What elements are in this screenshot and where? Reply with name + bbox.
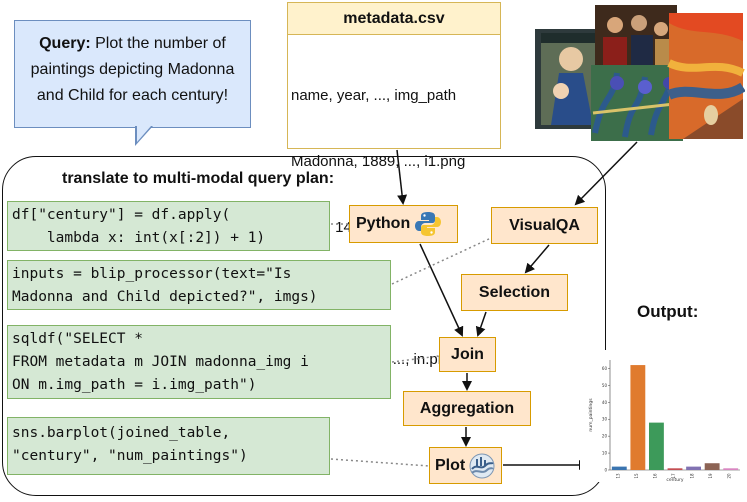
bar-13 (611, 466, 627, 470)
bars-group (611, 365, 739, 470)
plan-title: translate to multi-modal query plan: (62, 170, 335, 187)
python-logo-icon (415, 212, 442, 236)
x-tick-label: 18 (690, 473, 695, 479)
query-plan-container (2, 156, 606, 496)
painting-group-portrait (595, 5, 677, 75)
plot-operator: Plot (429, 447, 502, 484)
query-label: Query: (39, 35, 91, 52)
y-tick-label: 50 (602, 383, 608, 388)
plot-label: Plot (435, 456, 466, 474)
arrow-visualqa-to-selection (524, 244, 550, 274)
x-tick-label: 13 (615, 473, 620, 479)
dotted-link-join (391, 355, 440, 363)
selection-operator: Selection (461, 274, 568, 311)
code-block-sqldf: sqldf("SELECT * FROM metadata m JOIN mad… (7, 325, 391, 399)
y-axis-label: num_paintings (588, 398, 594, 432)
code-block-blip: inputs = blip_processor(text="Is Madonna… (7, 260, 391, 310)
bar-20 (723, 468, 739, 470)
y-tick-label: 60 (602, 366, 608, 371)
dotted-link-plot (330, 458, 430, 467)
aggregation-label: Aggregation (419, 399, 515, 417)
x-tick-label: 19 (708, 473, 713, 479)
bar-19 (704, 463, 720, 470)
output-bar-chart: 0 10 20 30 40 50 60 13 15 16 17 18 19 20 century num… (580, 350, 744, 482)
painting-madonna (535, 29, 609, 129)
visualqa-label: VisualQA (509, 216, 580, 234)
bar-17 (667, 468, 683, 470)
arrow-selection-to-join (475, 311, 487, 337)
dotted-link-visualqa (391, 237, 492, 285)
selection-label: Selection (478, 283, 551, 301)
bar-16 (649, 422, 664, 470)
x-axis-label: century (666, 477, 684, 482)
y-tick-label: 40 (602, 400, 608, 405)
metadata-row: Madonna, 1889, ..., i1.png (291, 153, 466, 170)
visualqa-operator: VisualQA (491, 207, 598, 244)
x-tick-label: 20 (727, 473, 732, 479)
arrow-images-to-visualqa (574, 141, 638, 206)
y-tick-label: 20 (602, 434, 608, 439)
code-block-python: df["century"] = df.apply( lambda x: int(… (7, 201, 330, 251)
seaborn-logo-icon (469, 453, 495, 478)
x-tick-label: 17 (671, 473, 676, 479)
y-tick-label: 0 (604, 468, 607, 473)
aggregation-operator: Aggregation (403, 391, 531, 426)
x-tick-label: 15 (634, 473, 639, 479)
join-label: Join (451, 345, 484, 363)
y-tick-label: 10 (602, 451, 608, 456)
x-ticks-group: 13 15 16 17 18 19 20 (615, 473, 731, 479)
x-tick-label: 16 (652, 473, 657, 479)
join-operator: Join (439, 337, 496, 372)
python-operator: Python (349, 205, 458, 243)
query-bubble: Query: Plot the number of paintings depi… (14, 20, 251, 128)
code-block-barplot: sns.barplot(joined_table, "century", "nu… (7, 417, 330, 475)
arrow-python-to-join (419, 243, 464, 337)
painting-scream (666, 13, 745, 139)
metadata-title: metadata.csv (288, 3, 500, 35)
query-bubble-tail-fill (137, 126, 151, 142)
paintings-collage (535, 5, 745, 141)
y-ticks-group: 0 10 20 30 40 50 60 (602, 366, 610, 473)
arrow-metadata-to-python (396, 149, 408, 205)
python-label: Python (356, 215, 411, 232)
y-tick-label: 30 (602, 417, 608, 422)
metadata-row: name, year, ..., img_path (291, 87, 457, 104)
output-label: Output: (637, 302, 699, 321)
query-text: Plot the number of paintings depicting M… (30, 35, 235, 104)
bar-15 (630, 365, 646, 470)
bar-18 (686, 466, 701, 470)
